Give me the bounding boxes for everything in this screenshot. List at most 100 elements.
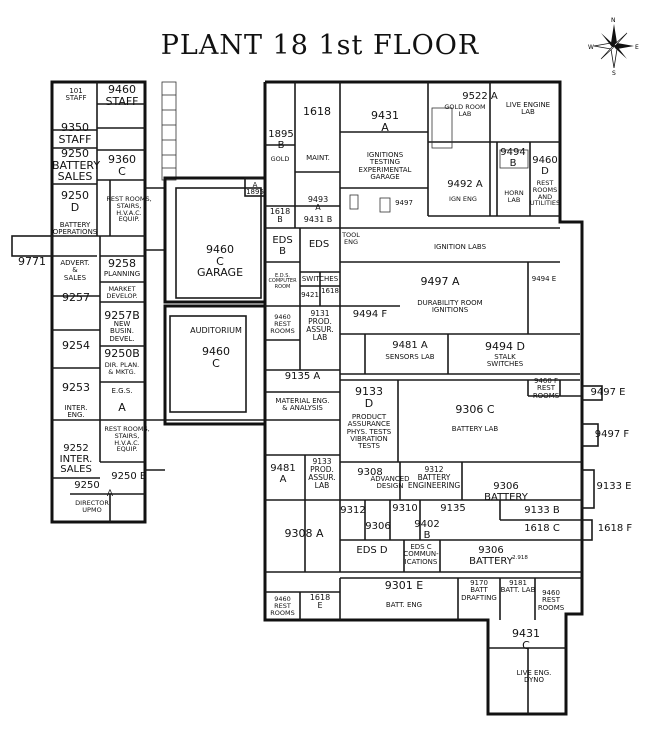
room-label: INTER. ENG.: [64, 404, 88, 420]
room-label: SENSORS LAB: [385, 353, 435, 361]
room-label: ADVERT. & SALES: [60, 259, 90, 282]
plan-title: PLANT 18 1st FLOOR: [160, 30, 480, 61]
room-label: DIR. PLAN. & MKTG.: [104, 361, 140, 376]
room-label: 9312: [340, 505, 366, 516]
room-label: 9135: [440, 503, 466, 514]
room-label: EDS: [308, 239, 330, 250]
room-label: 9460 C: [202, 345, 230, 370]
room-label: 9494 E: [531, 275, 557, 283]
room-label: NEW BUSIN. DEVEL.: [109, 320, 135, 343]
room-label: SWITCHES: [301, 275, 339, 283]
room-label: AUDITORIUM: [190, 326, 242, 335]
room-label: 9252 INTER. SALES: [59, 443, 93, 475]
room-label: 9492 A: [447, 179, 483, 190]
room-label: 9250 BATTERY SALES: [52, 147, 101, 184]
room-label: 1618: [303, 105, 331, 118]
room-label: 9257B: [104, 309, 140, 322]
room-label: EDS C COMMUN- ICATIONS: [403, 543, 439, 566]
room-label: DURABILITY ROOM IGNITIONS: [417, 299, 483, 315]
room-label: 9481 A: [270, 463, 296, 485]
room-label: 9497: [395, 199, 413, 207]
room-label: 9258: [108, 257, 136, 270]
room-label: 9250 B: [111, 471, 147, 482]
room-label: BATTERY LAB: [451, 425, 499, 433]
room-label: 9431 A: [371, 109, 399, 134]
room-label: PRODUCT ASSURANCE PHYS. TESTS VIBRATION …: [346, 413, 392, 451]
room-label: REST ROOMS, STAIRS, H.V.A.C. EQUIP.: [104, 425, 150, 454]
room-label: EDS D: [356, 545, 388, 556]
room-label: 9460 REST ROOMS: [270, 595, 295, 617]
room-label: 9308: [357, 467, 383, 478]
room-label: 9306 BATTERY: [469, 545, 513, 567]
room-label: 1618 C: [524, 523, 560, 534]
room-label: 9133 D: [355, 385, 383, 410]
room-label: 9170 BATT DRAFTING: [461, 579, 497, 602]
room-label: 9460 REST ROOMS: [537, 589, 565, 612]
room-label: 9306 C: [455, 403, 495, 416]
room-label: REST ROOMS AND UTILITIES: [529, 179, 561, 208]
room-label: 9431 B: [303, 215, 333, 224]
room-label: 9494 F: [352, 309, 388, 320]
room-label: LIVE ENG. DYNO: [516, 669, 552, 685]
room-label: 9181 BATT. LAB: [500, 579, 536, 595]
room-label: E.G.S.: [111, 387, 133, 395]
room-label: 9497 A: [420, 275, 460, 288]
room-label: 9493 A: [307, 195, 329, 213]
room-label: A: [106, 489, 114, 499]
room-label: 9312 BATTERY ENGINEERING: [407, 465, 461, 490]
compass-s: S: [612, 70, 616, 76]
room-label: 9306: [365, 521, 391, 532]
room-label: 9306 BATTERY: [484, 481, 528, 503]
room-label: 9497 F: [594, 429, 630, 440]
room-label: 9301 E: [384, 579, 424, 592]
room-label: 9250: [74, 480, 100, 491]
room-label: 9460 D: [532, 155, 558, 177]
room-label: 9402 B: [414, 519, 440, 541]
room-label: 2.918: [512, 555, 528, 561]
east-block-outline: [263, 80, 584, 716]
room-9771-outline: [11, 235, 53, 257]
room-label: 9460 STAFF: [105, 83, 139, 108]
room-label: 9421: [301, 291, 319, 299]
room-label: 1618 B: [269, 207, 291, 225]
room-label: 9131 PROD. ASSUR. LAB: [306, 309, 334, 342]
room-label: IGNITION LABS: [433, 243, 487, 251]
room-label: 9460 C GARAGE: [196, 243, 244, 280]
room-label: MATERIAL ENG. & ANALYSIS: [275, 397, 330, 413]
room-label: 9481 A: [392, 340, 428, 351]
room-label: 9494 B: [500, 147, 526, 169]
room-label: PLANNING: [103, 270, 141, 278]
room-label: 9310: [392, 503, 418, 514]
room-label: 101 STAFF: [65, 87, 87, 103]
room-label: 9133 E: [596, 481, 632, 492]
room-label: 9522 A: [462, 91, 498, 102]
room-label: A 1895: [246, 181, 264, 197]
room-label: 9360 C: [108, 153, 136, 178]
room-label: 9257: [62, 291, 90, 304]
room-label: 9135 A: [284, 371, 321, 382]
room-label: IGN ENG: [449, 195, 477, 203]
room-label: BATT. ENG: [385, 601, 423, 609]
room-label: 9250B: [104, 347, 140, 360]
room-label: MAINT.: [306, 154, 330, 162]
room-label: IGNITIONS TESTING EXPERIMENTAL GARAGE: [358, 151, 412, 182]
room-label: 9133 PROD. ASSUR. LAB: [308, 457, 336, 490]
room-label: LIVE ENGINE LAB: [505, 101, 551, 117]
room-label: 9308 A: [284, 527, 324, 540]
room-label: 1618: [321, 287, 339, 295]
compass-rose-icon: N E S W: [588, 16, 640, 77]
stair-shaft-outline: [161, 81, 177, 181]
room-label: 1618 F: [597, 523, 633, 534]
room-label: 9133 B: [524, 505, 560, 516]
room-label: 1618 E: [309, 593, 331, 611]
room-label: BATTERY OPERATIONS: [52, 221, 98, 237]
room-label: 9250 D: [61, 189, 89, 214]
room-label: 9253: [62, 381, 90, 394]
compass-e: E: [635, 44, 639, 51]
room-label: 9494 D: [485, 340, 525, 353]
room-label: 1895 B: [268, 129, 294, 151]
room-label: 9350 STAFF: [58, 121, 92, 146]
room-label: 9460 REST ROOMS: [270, 313, 295, 335]
compass-w: W: [588, 44, 594, 51]
